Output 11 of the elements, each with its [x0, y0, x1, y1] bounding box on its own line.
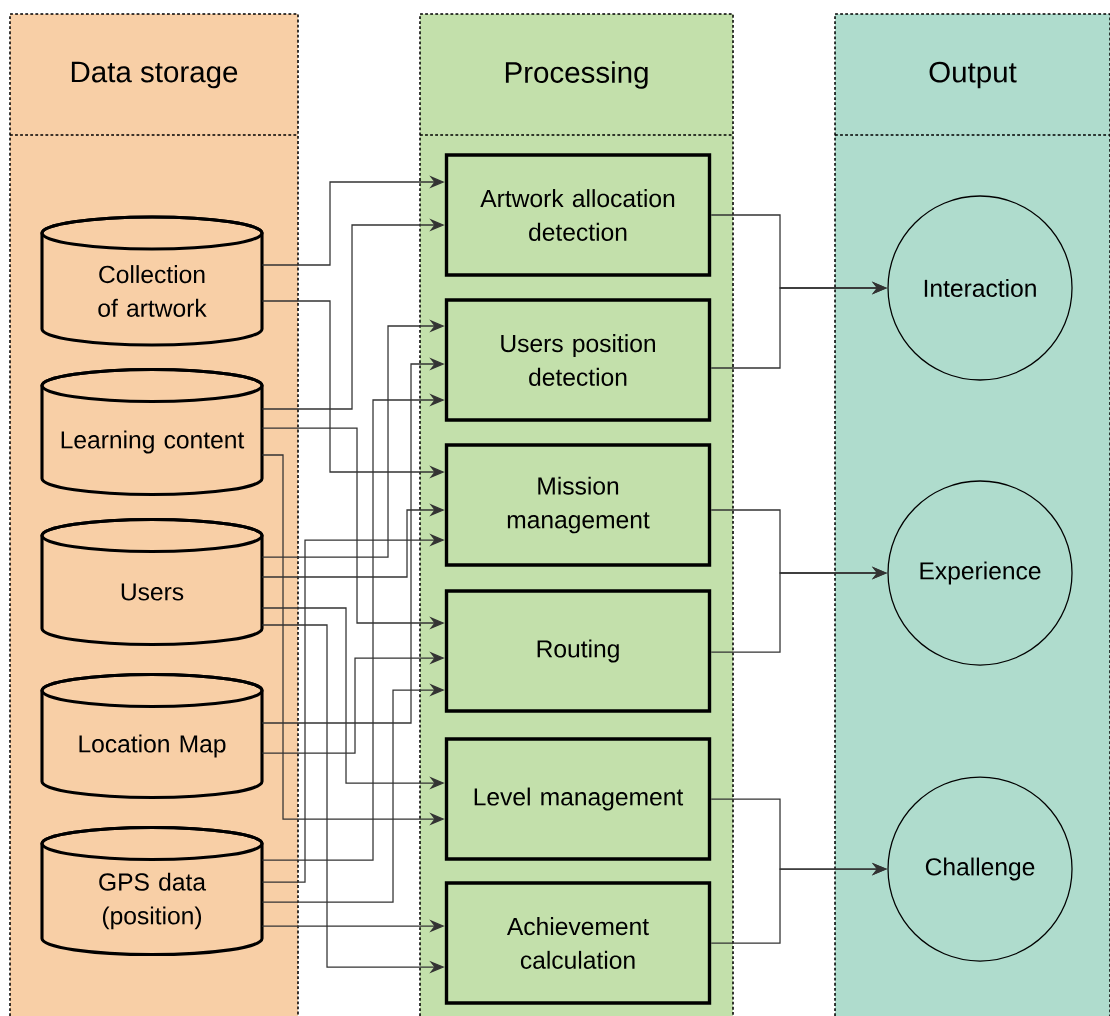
process-box: Artwork allocation detection [444, 153, 712, 277]
storage-cylinder: Users [40, 518, 264, 647]
process-box: Routing [444, 589, 712, 713]
process-box: Level management [444, 737, 712, 861]
storage-cylinder: GPS data (position) [40, 826, 264, 957]
process-box: Users position detection [444, 298, 712, 422]
storage-cylinder: Location Map [40, 672, 264, 800]
storage-cylinder: Learning content [40, 367, 264, 497]
storage-cylinder: Collection of artwork [40, 215, 264, 347]
process-box: Achievement calculation [444, 881, 712, 1005]
process-box: Mission management [444, 443, 712, 567]
